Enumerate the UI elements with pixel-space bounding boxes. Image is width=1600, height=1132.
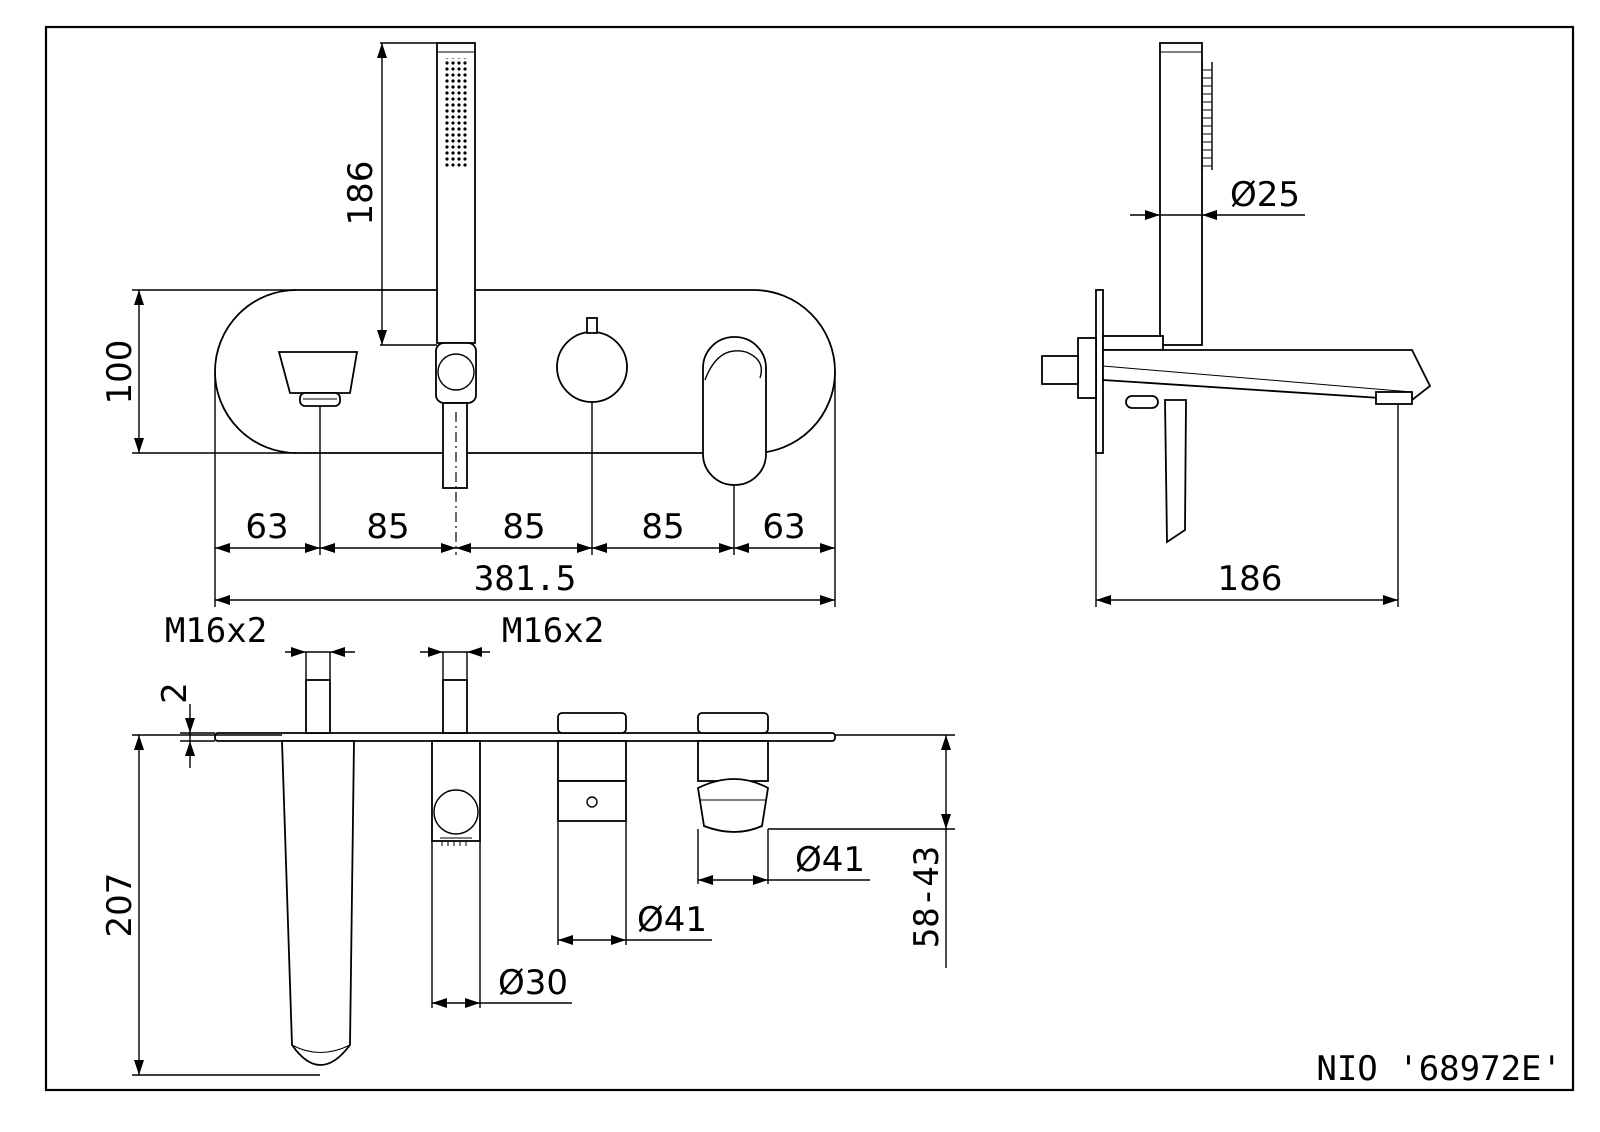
front-view: 186 100 63 85 85 85 63 381.5 [100,42,836,607]
dim-spacing-1: 63 [245,507,288,547]
top-spout [281,740,355,1066]
dim-spacing-3: 85 [502,507,545,547]
dim-handshower-height: 186 [341,161,381,226]
dim-holder-diameter: Ø30 [498,963,568,1003]
dim-lever-diameter: Ø41 [795,840,865,880]
dim-knob-diameter: Ø41 [637,900,707,940]
dim-side-hose-diameter: Ø25 [1230,175,1300,215]
dim-plate-height: 100 [100,340,140,405]
model-code: NIO '68972E' [1316,1049,1562,1089]
dim-spout-depth: 207 [100,873,140,938]
top-holder-body [431,740,481,842]
shower-hose-stub [442,402,468,489]
side-lever [1164,399,1187,544]
side-spout [1102,349,1432,401]
thread-stub-left [305,679,331,734]
thread-stub-right [442,679,468,734]
top-knob-body [557,712,627,734]
dim-spout-projection: 186 [1218,559,1283,599]
dim-plate-thickness: 2 [155,682,195,704]
top-plate [214,732,836,742]
dim-spacing-2: 85 [366,507,409,547]
side-wall-plate [1095,289,1104,454]
side-view: Ø25 186 [1041,42,1432,607]
top-view: M16x2 M16x2 2 207 58-43 Ø4 [100,611,955,1076]
shower-holder [435,342,477,404]
front-plate [214,289,836,454]
top-lever-body [697,712,769,734]
dim-spacing-4: 85 [641,507,684,547]
dim-plate-width: 381.5 [474,559,576,599]
hand-shower-nozzles [444,58,468,168]
drawing-frame [44,25,1575,1092]
side-hand-shower [1159,42,1203,346]
dim-spacing-5: 63 [762,507,805,547]
temperature-knob [556,331,628,403]
dim-install-depth: 58-43 [907,846,947,948]
dim-thread-right: M16x2 [502,611,604,651]
dim-thread-left: M16x2 [165,611,267,651]
diverter-knob [277,351,359,394]
